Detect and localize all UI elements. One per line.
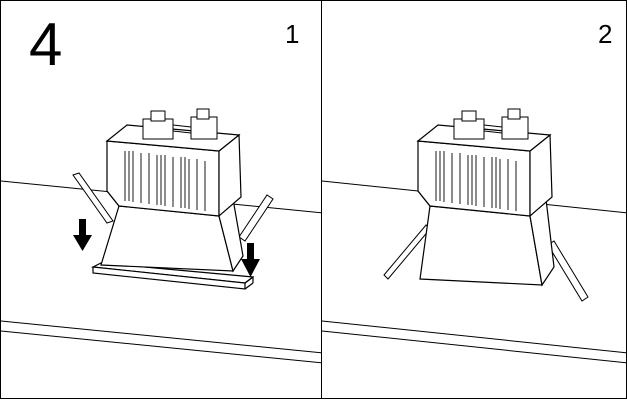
heatsink-fins xyxy=(124,151,206,211)
instruction-panel-2: 2 xyxy=(321,0,627,399)
down-arrow-right xyxy=(241,243,260,277)
left-spring-clip xyxy=(72,172,114,224)
down-arrow-left xyxy=(73,219,92,251)
connector-block xyxy=(453,108,529,140)
panel-index-2: 2 xyxy=(598,19,613,49)
heatsink-frame xyxy=(105,124,242,218)
instruction-panel-1: 4 1 xyxy=(0,0,322,399)
step-number: 4 xyxy=(29,11,63,78)
panel-index-1: 1 xyxy=(285,19,300,49)
heatsink-fins xyxy=(435,151,517,211)
heatsink-frame xyxy=(416,124,553,218)
panel-2-illustration xyxy=(322,108,626,364)
right-spring-clip xyxy=(238,194,274,242)
right-spring-clip xyxy=(547,240,589,302)
reflector-body xyxy=(100,190,244,273)
connector-block xyxy=(142,108,218,140)
panel-1-illustration xyxy=(1,108,321,364)
trim-plate xyxy=(90,262,255,290)
